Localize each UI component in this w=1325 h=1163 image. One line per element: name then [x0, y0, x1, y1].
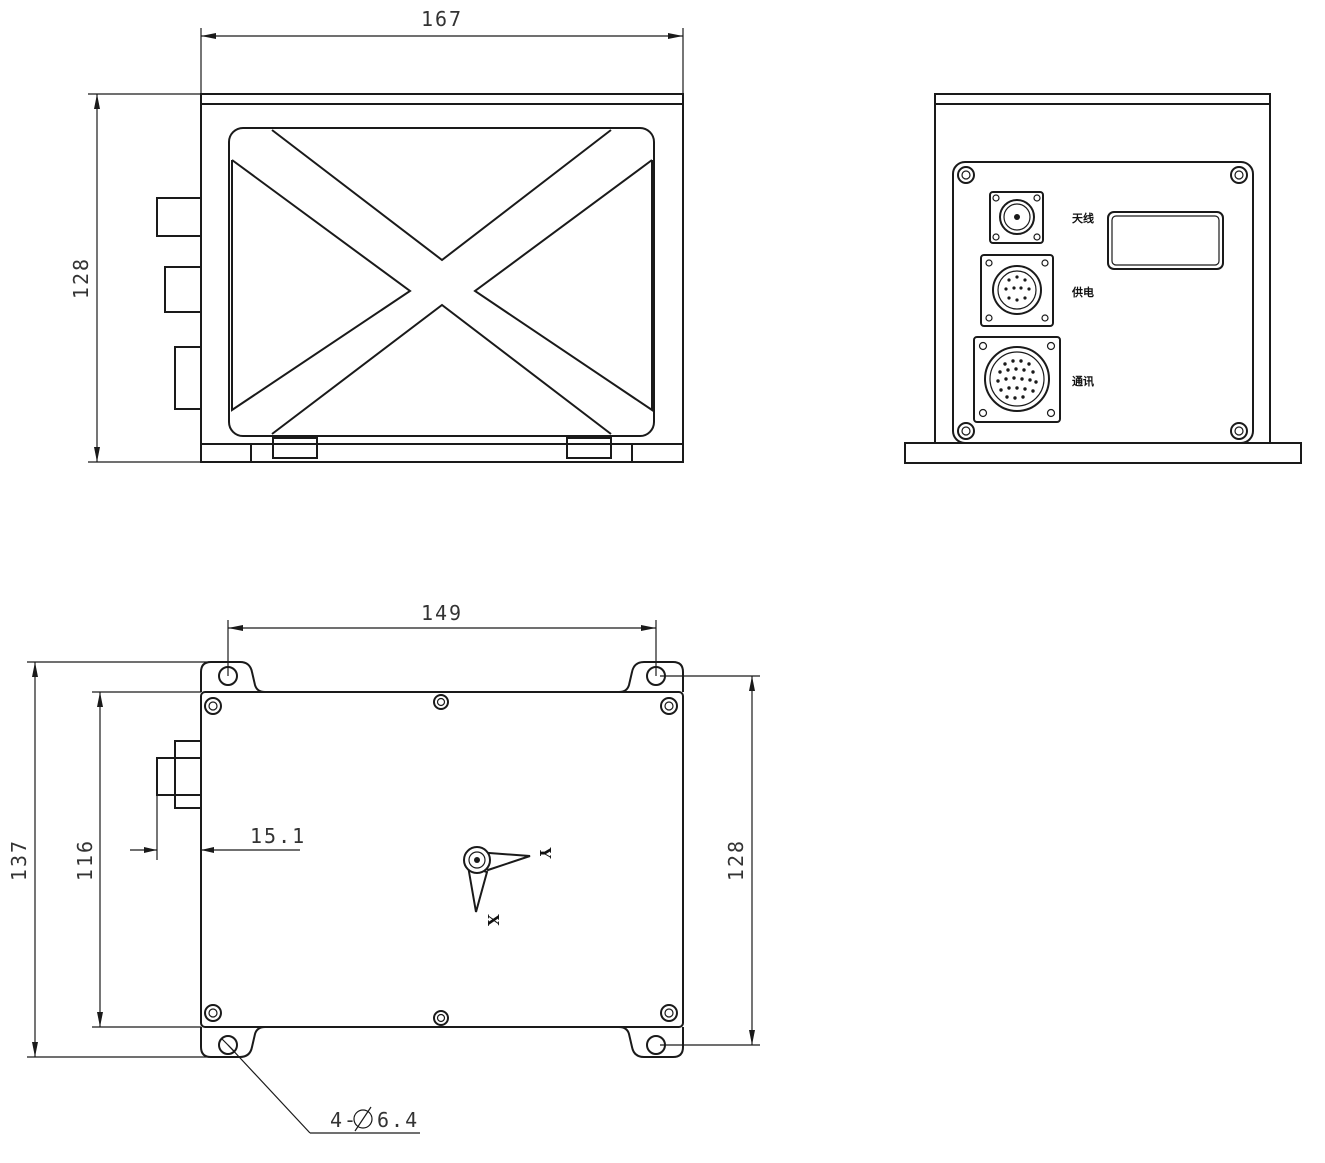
front-recess-panel	[228, 127, 655, 437]
front-pad-right	[566, 437, 612, 459]
dimension-right-depth: 128	[660, 675, 760, 1046]
side-display-window	[1107, 211, 1224, 270]
dim-side-height-label: 128	[69, 257, 93, 299]
antenna-connector	[989, 191, 1044, 244]
top-view: 149 137 116 128	[7, 601, 760, 1134]
front-connector-stub-3	[174, 346, 202, 410]
dim-overall-depth-label: 137	[7, 839, 31, 881]
side-panel-screws	[957, 166, 1248, 440]
front-foot-left	[200, 443, 252, 463]
axis-indicator: Y X	[463, 846, 554, 926]
dimension-top-width: 167	[200, 7, 684, 95]
axis-y-label: Y	[536, 847, 554, 859]
front-foot-right	[631, 443, 684, 463]
dim-connector-offset-label: 15.1	[250, 824, 306, 848]
antenna-label: 天线	[1072, 211, 1094, 225]
mount-flanges	[200, 661, 684, 1058]
dim-inner-depth-label: 116	[73, 839, 97, 881]
hole-callout-diameter: 6.4	[377, 1108, 419, 1132]
dimension-connector-offset: 15.1	[130, 795, 306, 860]
dimension-overall-depth: 137	[7, 661, 210, 1058]
top-body-outline	[200, 691, 684, 1028]
diameter-symbol	[353, 1106, 373, 1132]
axis-x-label: X	[484, 914, 502, 926]
front-connector-stub-2	[164, 266, 202, 313]
dimension-side-height: 128	[69, 93, 201, 463]
front-pad-left	[272, 437, 318, 459]
top-screws	[204, 694, 678, 1026]
front-view: 167 128	[69, 7, 684, 463]
dimension-inner-depth: 116	[73, 691, 201, 1028]
power-connector	[980, 254, 1054, 327]
hole-callout-count: 4-	[330, 1108, 358, 1132]
dim-top-width-label: 167	[421, 7, 463, 31]
power-label: 供电	[1071, 285, 1094, 299]
comm-label: 通讯	[1072, 375, 1094, 388]
dim-bottom-width-label: 149	[421, 601, 463, 625]
side-connector-panel	[952, 161, 1254, 444]
comm-connector	[973, 336, 1061, 423]
top-connector	[156, 740, 202, 809]
dimension-bottom-width: 149	[227, 601, 657, 676]
front-body-outline	[200, 93, 684, 463]
side-view: 天线 供电	[904, 93, 1302, 464]
side-base-plate	[904, 442, 1302, 464]
hole-callout: 4- 6.4	[227, 1044, 420, 1134]
dim-right-depth-label: 128	[724, 839, 748, 881]
front-connector-stub-1	[156, 197, 202, 237]
front-x-rib	[231, 129, 653, 435]
